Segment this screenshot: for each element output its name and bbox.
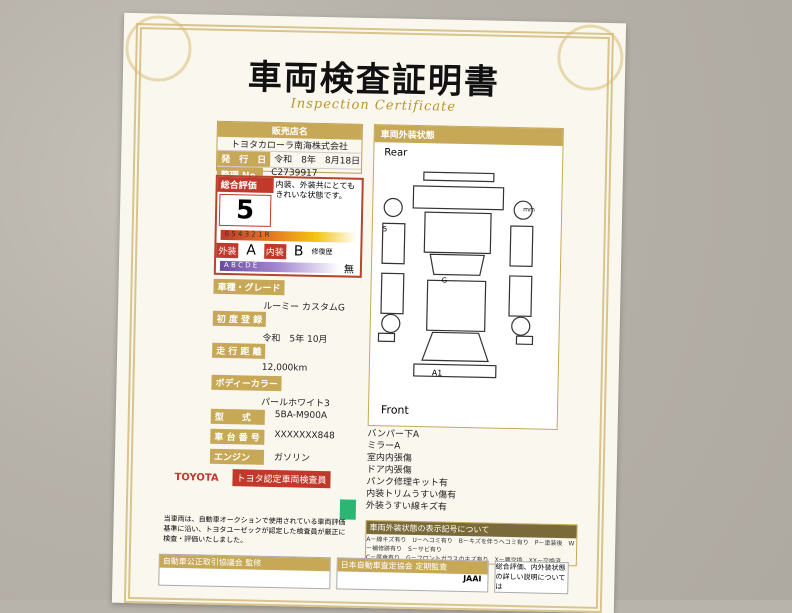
spec-engine: エンジン ガソリン xyxy=(209,448,354,467)
chassis-label: 車 台 番 号 xyxy=(210,428,265,445)
mileage-label: 走 行 距 離 xyxy=(212,342,266,359)
certified-inspector-badge: トヨタ認定車両検査員 xyxy=(232,469,331,489)
engine-label: エンジン xyxy=(209,448,265,465)
exterior-condition-panel: 車両外装状態 Rear G A1 mm 5 Fron xyxy=(367,124,564,430)
condition-notes: バンパー下A ミラーA 室内内張傷 ドア内張傷 パンク修理キット有 内装トリムう… xyxy=(366,428,556,516)
chassis-value: XXXXXXX848 xyxy=(274,430,335,442)
rear-label: Rear xyxy=(384,147,408,159)
exterior-panel-title: 車両外装状態 xyxy=(374,125,563,147)
spec-model: 車種・グレード ルーミー カスタムG xyxy=(213,278,358,314)
rating-comment: 内装、外装共にとてもきれいな状態です。 xyxy=(275,180,356,201)
first-reg-label: 初 度 登 録 xyxy=(212,310,267,327)
dealer-block: 販売店名 トヨタカローラ南海株式会社 発 行 日 令和 8年 8月18日 整理 … xyxy=(215,120,363,183)
spec-first-registration: 初 度 登 録 令和 5年 10月 xyxy=(212,310,357,346)
car-diagram xyxy=(377,171,534,379)
exterior-label: 外装 xyxy=(216,242,239,258)
interior-label: 内装 xyxy=(263,243,287,259)
footer-association: 自動車公正取引協議会 監修 xyxy=(158,553,331,590)
overall-score: 5 xyxy=(218,193,272,227)
spec-chassis: 車 台 番 号 XXXXXXX848 xyxy=(210,428,354,447)
inspection-certificate: 車両検査証明書 Inspection Certificate 販売店名 トヨタカ… xyxy=(111,12,627,613)
issue-label: 発 行 日 xyxy=(217,150,271,167)
mm-mark: mm xyxy=(523,206,535,214)
overall-rating-label: 総合評価 xyxy=(217,176,274,193)
repair-history-label: 修復歴 xyxy=(311,247,333,257)
spec-color: ボディーカラー パールホワイト3 xyxy=(211,374,356,410)
grade-scale: A B C D E xyxy=(219,260,341,273)
footer-jaai: 日本自動車査定協会 定期監査 JAAI xyxy=(336,557,489,593)
footer-info: 総合評価、内外装状態の詳しい説明については xyxy=(494,560,569,595)
issue-date: 令和 8年 8月18日 xyxy=(274,154,361,167)
exterior-grade: A xyxy=(246,242,257,259)
score-scale: 6 5 4 3 2 1 R xyxy=(220,229,357,243)
mark-a1: A1 xyxy=(431,368,443,378)
model-label: 車種・グレード xyxy=(213,278,285,296)
color-label: ボディーカラー xyxy=(211,374,283,392)
engine-value: ガソリン xyxy=(273,453,311,464)
jaai-logo: JAAI xyxy=(463,574,482,584)
interior-grade: B xyxy=(293,243,304,260)
type-label: 型 式 xyxy=(210,408,265,425)
spec-type: 型 式 5BA-M900A xyxy=(210,408,355,427)
mark-g: G xyxy=(441,276,448,285)
tread-mark: 5 xyxy=(382,225,388,234)
rating-block: 総合評価 5 内装、外装共にとてもきれいな状態です。 6 5 4 3 2 1 R… xyxy=(213,174,364,278)
disclaimer-text: 当車両は、自動車オークションで使用されている車両評価基準に沿い、トヨタユーゼック… xyxy=(163,514,346,545)
spec-mileage: 走 行 距 離 12,000km xyxy=(212,342,357,375)
toyota-logo: TOYOTA xyxy=(174,471,219,484)
front-label: Front xyxy=(380,403,409,417)
footer-association-title: 自動車公正取引協議会 監修 xyxy=(159,554,330,572)
repair-history-value: 無 xyxy=(343,264,355,276)
type-value: 5BA-M900A xyxy=(274,410,328,422)
